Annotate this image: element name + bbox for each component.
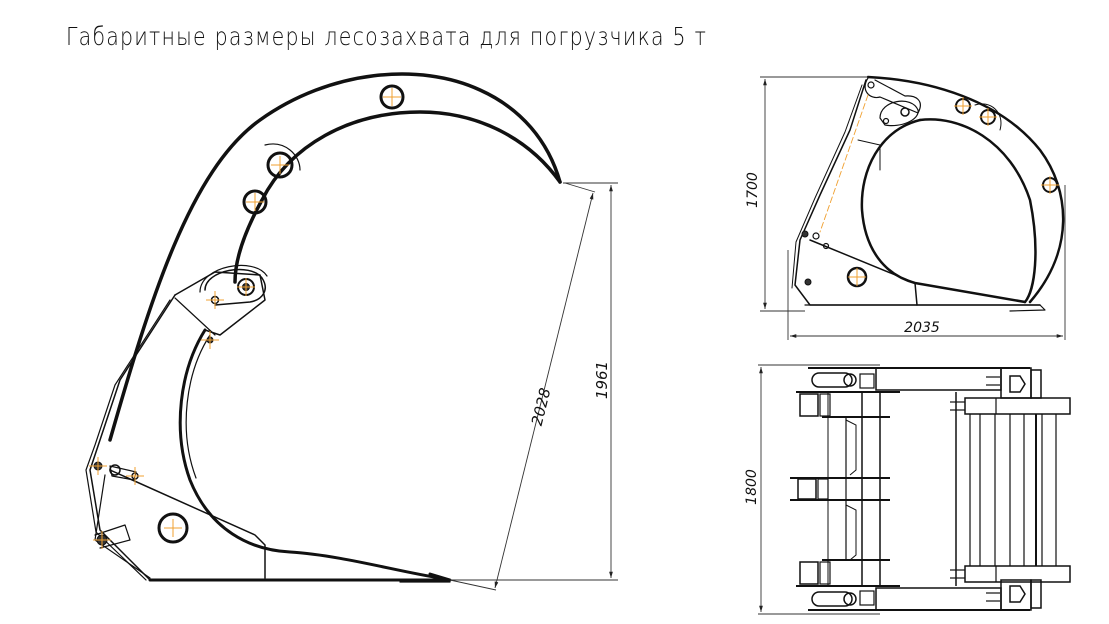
main-dimensions — [449, 182, 618, 591]
top-view — [790, 367, 1071, 611]
small-side-dimensions — [760, 76, 1066, 340]
main-center-marks — [88, 87, 402, 550]
top-view-dimensions — [758, 364, 880, 615]
drawing-title: Габаритные размеры лесозахвата для погру… — [66, 22, 708, 51]
small-side-view — [791, 75, 1065, 312]
dimension-height-1700: 1700 — [745, 172, 761, 208]
dimension-height-1961: 1961 — [593, 361, 611, 399]
dimension-diagonal-2028: 2028 — [528, 386, 555, 427]
main-side-view — [85, 72, 562, 583]
dimension-width-1800: 1800 — [744, 469, 760, 505]
dimension-length-2035: 2035 — [904, 320, 940, 336]
